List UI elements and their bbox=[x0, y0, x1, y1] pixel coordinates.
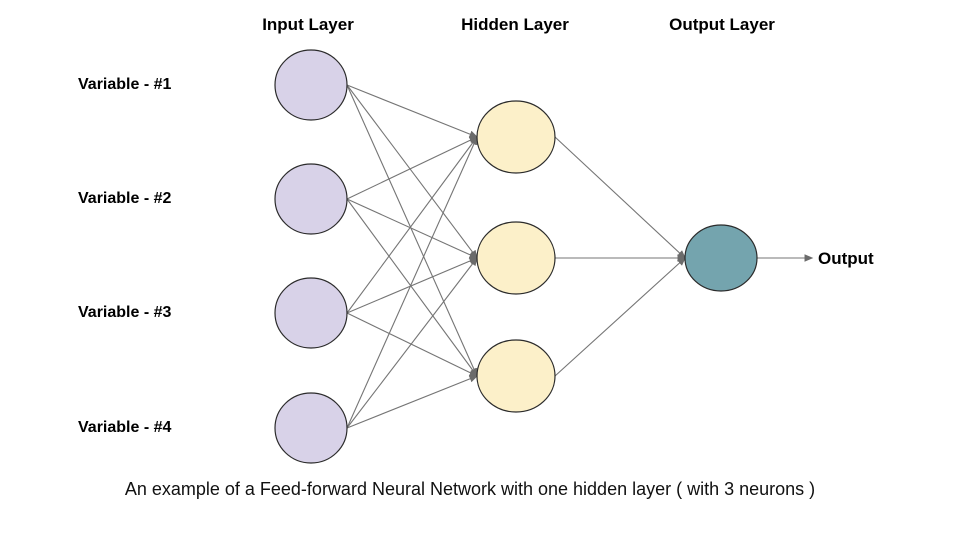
edge-input1-hidden1 bbox=[346, 84, 479, 138]
edge-input3-hidden2 bbox=[346, 257, 479, 314]
edge-input4-hidden1 bbox=[346, 135, 478, 429]
hidden-node-3 bbox=[476, 339, 556, 413]
input-node-4 bbox=[274, 392, 348, 464]
edge-input2-hidden1 bbox=[346, 136, 479, 200]
hidden-node-2 bbox=[476, 221, 556, 295]
hidden-node-1 bbox=[476, 100, 556, 174]
edge-hidden3-output bbox=[554, 257, 686, 377]
output-arrow-label: Output bbox=[818, 249, 874, 268]
header-output-layer: Output Layer bbox=[669, 15, 775, 34]
output-node bbox=[684, 224, 758, 292]
edge-input2-hidden3 bbox=[346, 198, 478, 378]
edge-input1-hidden3 bbox=[346, 84, 478, 378]
input-node-label-2: Variable - #2 bbox=[78, 190, 172, 207]
edge-input4-hidden2 bbox=[346, 256, 478, 429]
edge-input2-hidden2 bbox=[346, 198, 479, 259]
input-node-2 bbox=[274, 163, 348, 235]
header-input-layer: Input Layer bbox=[262, 15, 354, 34]
edge-input4-hidden3 bbox=[346, 375, 479, 429]
input-node-3 bbox=[274, 277, 348, 349]
input-node-label-4: Variable - #4 bbox=[78, 419, 172, 436]
diagram-caption: An example of a Feed-forward Neural Netw… bbox=[124, 479, 816, 499]
edge-input1-hidden2 bbox=[346, 84, 478, 260]
edge-input3-hidden3 bbox=[346, 312, 479, 377]
header-hidden-layer: Hidden Layer bbox=[461, 15, 569, 34]
input-node-label-3: Variable - #3 bbox=[78, 304, 172, 321]
input-node-label-1: Variable - #1 bbox=[78, 76, 172, 93]
edge-input3-hidden1 bbox=[346, 135, 478, 314]
input-node-1 bbox=[274, 49, 348, 121]
edge-hidden1-output bbox=[554, 136, 686, 259]
